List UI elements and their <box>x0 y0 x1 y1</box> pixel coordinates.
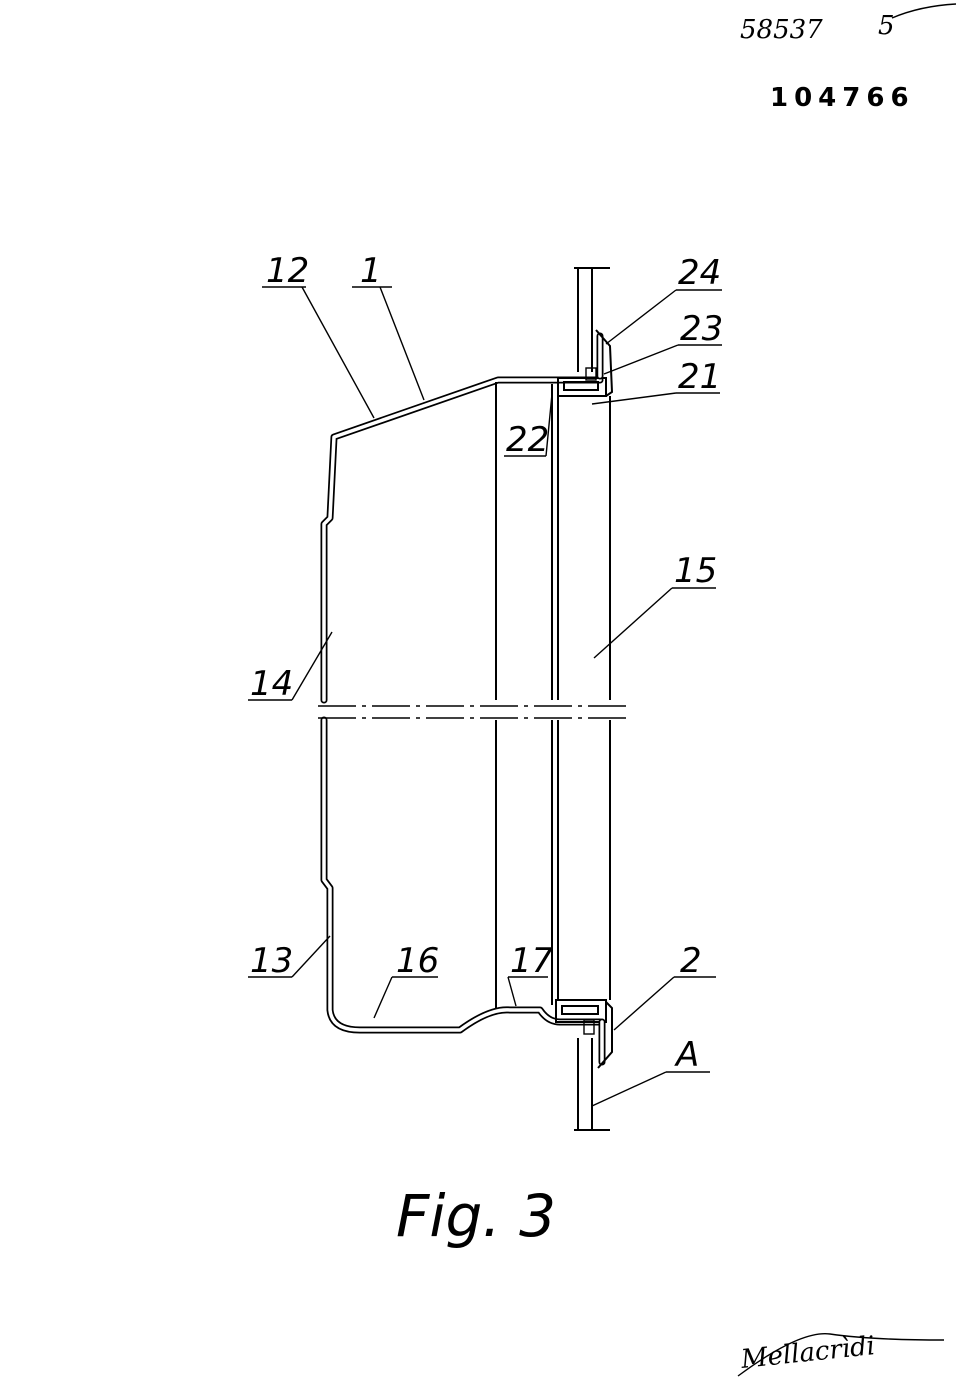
signature: Mellacrìdi <box>739 1331 877 1375</box>
label-13: 13 <box>250 941 293 981</box>
handwritten-mark: 5 <box>878 11 895 41</box>
label-23: 23 <box>680 309 723 349</box>
housing-profile <box>320 376 604 1034</box>
handwritten-number: 58537 <box>740 15 823 45</box>
label-22: 22 <box>506 420 549 460</box>
label-1: 1 <box>360 251 382 291</box>
label-12: 12 <box>266 251 309 291</box>
top-flange <box>557 329 614 397</box>
label-15: 15 <box>674 551 717 591</box>
label-16: 16 <box>396 941 439 981</box>
inner-sleeve <box>495 382 611 1008</box>
handwritten-stroke <box>891 3 957 19</box>
break-line <box>318 705 630 719</box>
label-17: 17 <box>510 941 554 981</box>
label-2: 2 <box>680 941 702 981</box>
label-14: 14 <box>250 664 293 704</box>
label-a: A <box>674 1035 699 1075</box>
figure-caption: Fig. 3 <box>396 1182 556 1250</box>
wall-panel <box>574 267 610 1131</box>
label-24: 24 <box>678 253 721 293</box>
label-21: 21 <box>678 357 721 397</box>
bottom-flange <box>555 999 613 1069</box>
signature-stroke <box>737 1332 945 1377</box>
document-number: 104766 <box>770 83 915 113</box>
reference-labels: 12 1 24 23 21 22 15 14 13 16 17 2 A <box>250 251 723 1075</box>
leader-lines <box>248 286 722 1107</box>
